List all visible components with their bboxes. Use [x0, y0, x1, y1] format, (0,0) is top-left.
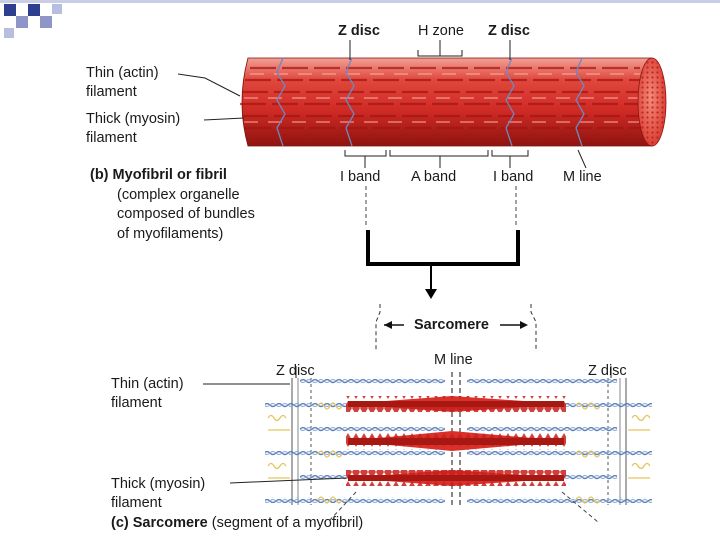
sarcomere-thick-label-line1: Thick (myosin)	[111, 476, 206, 492]
thick-filament-row-1	[346, 396, 566, 412]
zoom-arrow	[366, 230, 520, 299]
myofibril-a-band-label: A band	[411, 169, 457, 185]
myofibril-m-line-label: M line	[563, 169, 602, 185]
sarcomere-thin-label-line2: filament	[111, 395, 162, 411]
sarcomere-z-disc-left-label: Z disc	[276, 363, 315, 379]
sarcomere-thin-label-line1: Thin (actin)	[111, 376, 184, 392]
sarcomere-caption-letter: (c)	[111, 515, 129, 531]
checker-pattern	[4, 4, 62, 38]
slide-corner-decoration	[0, 0, 720, 38]
thick-filament-leader-c	[229, 477, 347, 484]
thin-filament-leader	[177, 73, 241, 97]
z-disc-lines	[276, 57, 585, 147]
myofibril-caption-title: Myofibril or fibril	[112, 167, 227, 183]
myofibril-i-band-left-label: I band	[340, 169, 381, 185]
myofibril-caption: (b) Myofibril or fibril	[90, 166, 227, 186]
band-brackets	[344, 149, 587, 169]
thick-filaments	[346, 396, 566, 486]
myofibril-thin-label-line1: Thin (actin)	[86, 65, 159, 81]
sarcomere-span	[375, 304, 537, 352]
myofibril-caption-line4: of myofilaments)	[117, 226, 224, 242]
sarcomere-caption: (c) Sarcomere (segment of a myofibril)	[111, 514, 363, 534]
sarcomere-m-line-label: M line	[434, 352, 473, 368]
myofibril-caption-letter: (b)	[90, 167, 109, 183]
sarcomere-caption-title: Sarcomere	[132, 515, 208, 531]
thick-filament-row-2	[346, 431, 566, 451]
myofibril-caption-line3: composed of bundles	[117, 206, 255, 222]
myofibril-thin-label-line2: filament	[86, 84, 137, 100]
myofibril-h-zone-label: H zone	[418, 23, 464, 39]
sarcomere-z-disc-right-label: Z disc	[588, 363, 627, 379]
myofibril-thick-label-line2: filament	[86, 130, 137, 146]
sarcomere-caption-rest: (segment of a myofibril)	[211, 515, 364, 531]
myofibril-i-band-right-label: I band	[493, 169, 534, 185]
sarcomere-span-label: Sarcomere	[414, 317, 489, 333]
myofibril-z-disc-right-label: Z disc	[488, 23, 530, 39]
myofibril-caption-line2: (complex organelle	[117, 187, 240, 203]
thick-filament-leader	[203, 117, 245, 121]
thick-filament-row-3	[346, 470, 566, 486]
sarcomere-thick-label-line2: filament	[111, 495, 162, 511]
top-border-line	[0, 0, 720, 3]
myofibril-cylinder	[240, 57, 667, 147]
titin-springs	[267, 402, 651, 504]
myofibril-thick-label-line1: Thick (myosin)	[86, 111, 181, 127]
myofibril-z-disc-left-label: Z disc	[338, 23, 380, 39]
